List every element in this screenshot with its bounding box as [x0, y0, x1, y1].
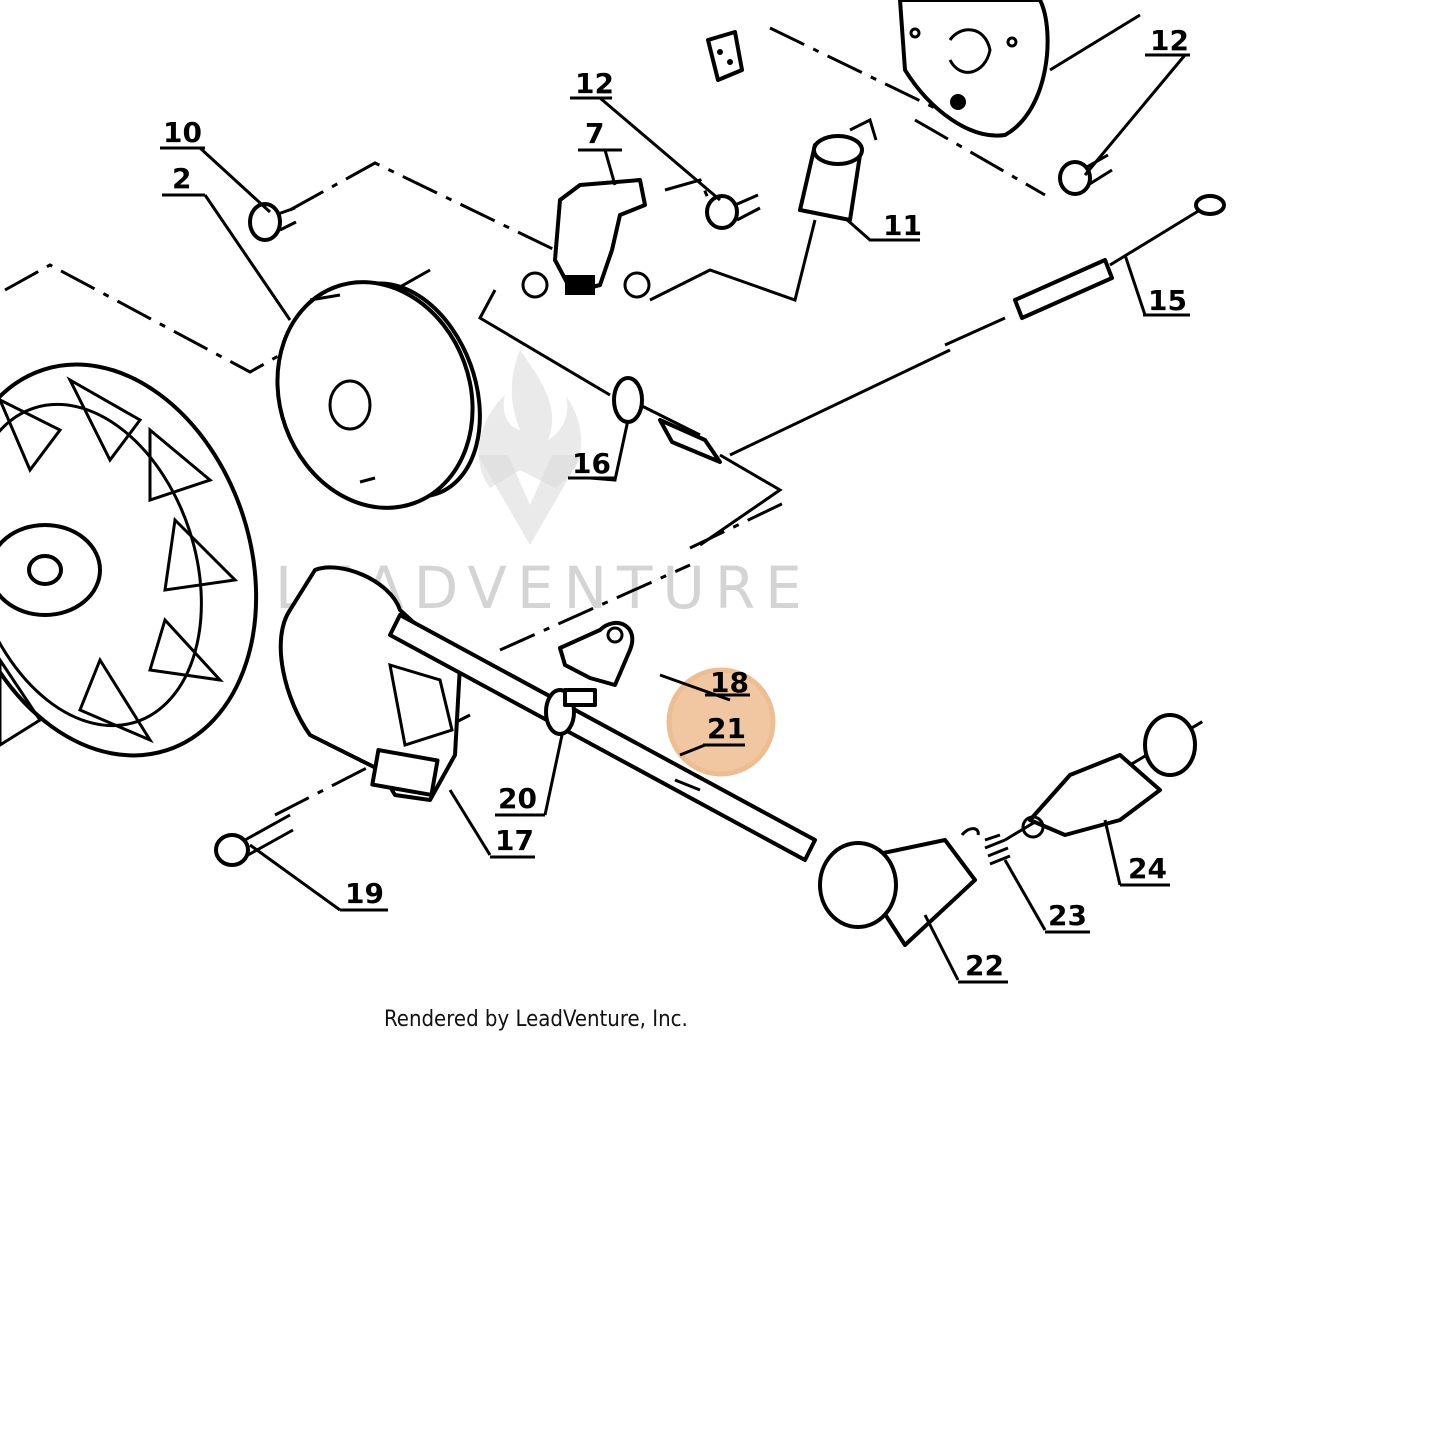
callout-7[interactable]: 7 — [585, 117, 604, 150]
spring-23-part — [960, 827, 1011, 866]
watermark-flame-icon — [478, 350, 582, 488]
condenser-11-part — [649, 117, 878, 302]
backplate-part — [898, 0, 1050, 138]
callout-23[interactable]: 23 — [1048, 899, 1087, 932]
bolt-10-part — [248, 202, 297, 242]
callout-21[interactable]: 21 — [707, 712, 746, 745]
callout-20[interactable]: 20 — [498, 782, 537, 815]
callout-16[interactable]: 16 — [572, 447, 611, 480]
callout-19[interactable]: 19 — [345, 877, 384, 910]
callout-15[interactable]: 15 — [1148, 284, 1187, 317]
screw-12a-part — [705, 193, 761, 230]
footer-credit: Rendered by LeadVenture, Inc. — [384, 1007, 688, 1032]
flywheel-part — [0, 362, 259, 758]
bracket-18-part — [558, 620, 635, 687]
breaker-7-part — [553, 178, 651, 299]
shaft-21-part — [388, 613, 817, 862]
callout-2[interactable]: 2 — [172, 162, 191, 195]
lead-wire-15-part — [729, 194, 1226, 457]
wire-16-part — [477, 271, 783, 547]
watermark-v-icon — [478, 455, 582, 545]
callout-22[interactable]: 22 — [965, 949, 1004, 982]
callout-10[interactable]: 10 — [163, 116, 202, 149]
callout-11[interactable]: 11 — [883, 209, 922, 242]
switch-24-part — [1021, 713, 1197, 839]
callout-12-right[interactable]: 12 — [1150, 24, 1189, 57]
block-part — [706, 30, 744, 82]
callout-17[interactable]: 17 — [495, 824, 534, 857]
callout-12-upper[interactable]: 12 — [575, 67, 614, 100]
rotor-disc-part — [275, 280, 482, 510]
callout-24[interactable]: 24 — [1128, 852, 1167, 885]
screw-19-part — [214, 813, 294, 867]
cap-22-part — [818, 838, 977, 947]
callouts: 10 2 12 7 12 11 15 16 18 21 20 17 19 24 … — [160, 24, 1190, 984]
